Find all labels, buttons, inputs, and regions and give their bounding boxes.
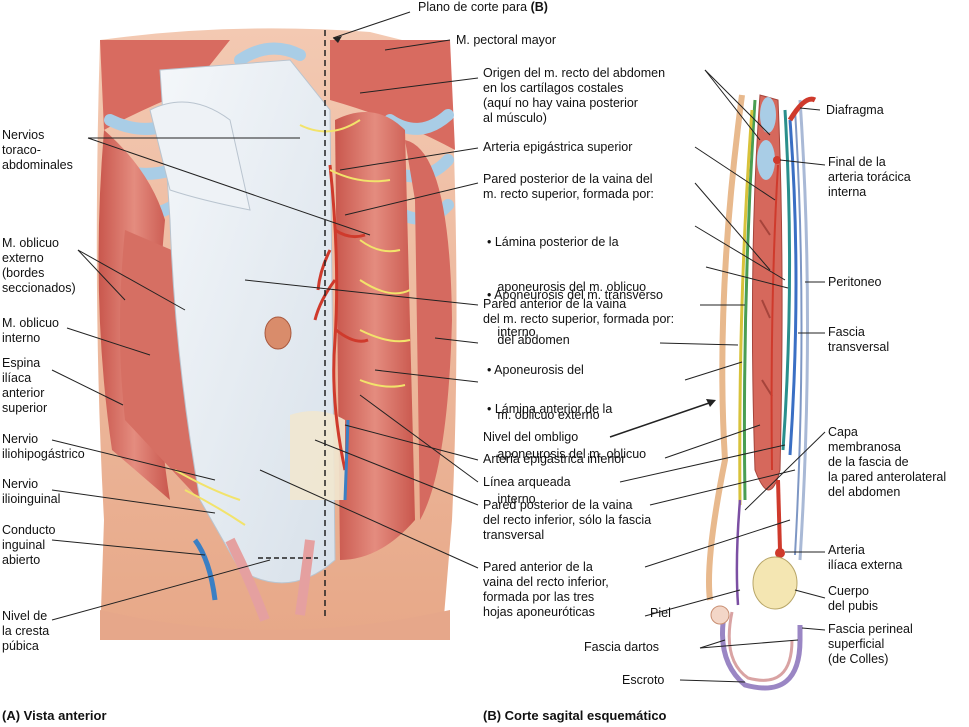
spermatic-cord-right <box>295 539 315 616</box>
label-lamina-post: • Lámina posterior de la aponeurosis del… <box>487 235 647 339</box>
posterior-sheath-blue <box>788 119 798 456</box>
label-capa-membranosa: Capa membranosa de la fascia de la pared… <box>828 425 947 499</box>
costal-cartilage-1 <box>760 97 776 133</box>
thoracoabdominal-nerves <box>299 119 411 388</box>
label-final-toracica: Final de la arteria torácica interna <box>828 155 911 199</box>
label-fascia-dartos: Fascia dartos <box>584 640 660 654</box>
label-oblicuo-interno: M. oblicuo interno <box>2 316 59 345</box>
label-fascia-perineal: Fascia perineal superficial (de Colles) <box>828 622 913 666</box>
scrotum-inner <box>727 611 794 682</box>
epigastric-arteries <box>313 164 369 471</box>
label-peritoneo: Peritoneo <box>828 275 882 289</box>
label-oblicuo-externo: M. oblicuo externo (bordes seccionados) <box>2 236 76 295</box>
label-diafragma: Diafragma <box>826 103 884 117</box>
external-oblique-right <box>405 140 452 520</box>
label-aponeurosis-transverso: • Aponeurosis del m. transverso del abdo… <box>487 288 663 347</box>
label-pared-ant-inf: Pared anterior de la vaina del recto inf… <box>483 560 609 619</box>
label-fascia-transversal: Fascia transversal <box>828 325 890 354</box>
scrotum-section <box>720 609 803 691</box>
external-iliac-dot <box>775 548 785 558</box>
iliohypogastric-nerves <box>174 469 246 526</box>
label-nervio-iliohipogastrico: Nervio iliohipogástrico <box>2 432 85 461</box>
section-plane-label: Plano de corte para (B) <box>418 0 548 14</box>
rectus-muscle-section <box>751 94 783 491</box>
inferior-epigastric-vein <box>343 419 350 501</box>
thigh-base <box>100 610 450 640</box>
leader-lines <box>51 39 826 683</box>
external-iliac-artery <box>776 479 782 551</box>
caption-b: (B) Corte sagital esquemático <box>483 708 667 723</box>
label-escroto: Escroto <box>622 673 665 687</box>
diaphragm <box>787 96 817 122</box>
label-pared-post-sup: Pared posterior de la vaina del m. recto… <box>483 172 654 201</box>
spermatic-cord-left <box>225 537 270 622</box>
umbilicus-level-arrow <box>609 401 713 438</box>
panel-b-illustration <box>609 94 817 691</box>
label-cuerpo-pubis: Cuerpo del pubis <box>828 584 879 613</box>
label-epigastrica-sup: Arteria epigástrica superior <box>483 140 633 154</box>
costal-cartilage-2 <box>757 140 775 180</box>
label-pared-post-inf: Pared posterior de la vaina del recto in… <box>483 498 652 542</box>
label-espina-iliaca: Espina ilíaca anterior superior <box>2 356 48 415</box>
skin-marker <box>710 605 730 625</box>
anterior-sheath-yellow <box>738 109 754 506</box>
label-pared-ant-sup: Pared anterior de la vaina del m. recto … <box>483 297 675 326</box>
internal-thoracic-end <box>773 156 781 164</box>
transversalis-window <box>290 411 345 500</box>
anterior-sheath-green <box>742 99 757 501</box>
label-lamina-ant: • Lámina anterior de la aponeurosis del … <box>487 402 647 506</box>
membranous-layer <box>735 499 742 606</box>
umbilicus <box>264 316 292 350</box>
peritoneum-line <box>798 99 809 561</box>
label-pectoral: M. pectoral mayor <box>456 33 557 47</box>
skin-layer <box>706 94 745 601</box>
label-piel: Piel <box>650 606 671 620</box>
section-plane-pointer <box>332 11 411 39</box>
label-iliaca-externa: Arteria ilíaca externa <box>828 543 903 572</box>
label-nervios-toraco: Nervios toraco- abdominales <box>2 128 73 172</box>
transversalis-line <box>794 109 803 556</box>
panel-a-illustration <box>96 11 457 640</box>
label-conducto-inguinal: Conducto inguinal abierto <box>2 523 56 567</box>
label-nivel-ombligo: Nivel del ombligo <box>483 430 579 444</box>
caption-a: (A) Vista anterior <box>2 708 107 723</box>
label-epigastrica-inf: Arteria epigástrica inferior <box>483 452 626 466</box>
label-origen-recto: Origen del m. recto del abdomen en los c… <box>483 66 666 125</box>
label-nervio-ilioinguinal: Nervio ilioinguinal <box>2 477 61 506</box>
label-aponeurosis-oblicuo-ext: • Aponeurosis del m. oblicuo externo <box>487 363 600 422</box>
reflected-sheath-flap <box>149 101 251 211</box>
posterior-sheath-teal <box>781 109 792 451</box>
inguinal-canal <box>192 538 218 601</box>
pubic-body <box>752 556 798 610</box>
label-linea-arqueada: Línea arqueada <box>483 475 571 489</box>
label-cresta-pubica: Nivel de la cresta púbica <box>2 609 50 653</box>
epigastric-artery-section <box>770 164 779 471</box>
